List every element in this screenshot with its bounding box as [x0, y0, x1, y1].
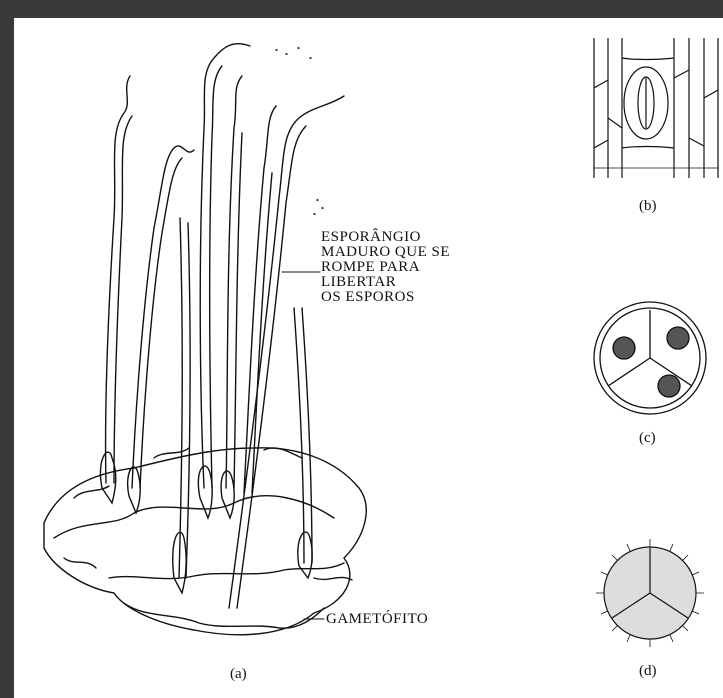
panel-c-label: (c): [639, 430, 656, 447]
panel-b-label: (b): [639, 198, 657, 215]
sporangium-callout-line-1: ESPORÂNGIO: [321, 230, 450, 245]
sporangium-callout-line-5: OS ESPOROS: [321, 290, 450, 305]
frame-top-border: [0, 0, 723, 18]
panel-d-label: (d): [639, 663, 657, 680]
sporangium-callout-line-2: MADURO QUE SE: [321, 245, 450, 260]
figure-canvas: ESPORÂNGIO MADURO QUE SE ROMPE PARA LIBE…: [14, 18, 723, 698]
frame-left-border: [0, 0, 14, 698]
panel-a-label: (a): [230, 666, 247, 683]
sporangium-callout-line-4: LIBERTAR: [321, 275, 450, 290]
sporangium-callout-line-3: ROMPE PARA: [321, 260, 450, 275]
gametophyte-callout: GAMETÓFITO: [326, 612, 428, 627]
sporangium-callout: ESPORÂNGIO MADURO QUE SE ROMPE PARA LIBE…: [321, 230, 450, 305]
panel-d-illustration: [14, 18, 723, 698]
